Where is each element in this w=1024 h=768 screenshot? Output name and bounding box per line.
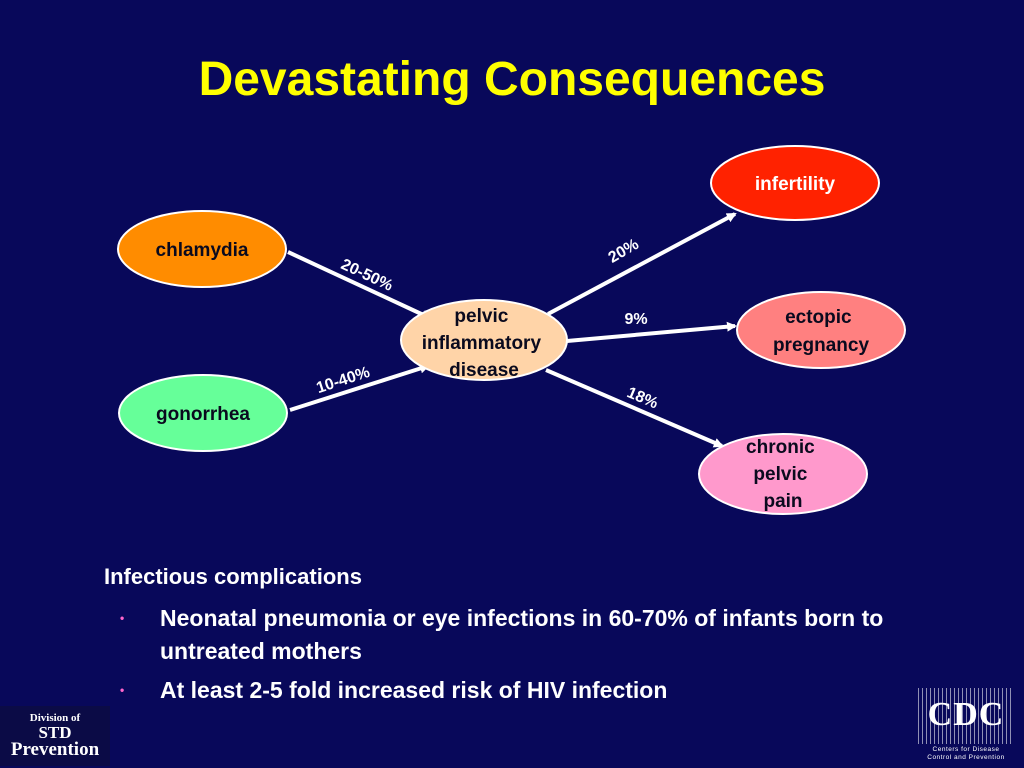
node-infertility-shape xyxy=(710,145,880,221)
std-logo-line-3: Prevention xyxy=(10,739,100,760)
node-ectopic-label: ectopic pregnancy xyxy=(773,307,870,356)
node-pid-line-2: inflammatory xyxy=(422,333,542,354)
edge-pid-ectopic xyxy=(566,321,737,343)
info-section: Infectious complications • Neonatal pneu… xyxy=(104,564,984,713)
node-chronic-line-2: pelvic xyxy=(753,464,807,485)
node-gonorrhea-shape xyxy=(118,374,288,452)
node-gonorrhea-line-1: gonorrhea xyxy=(156,404,250,425)
node-infertility: infertility xyxy=(710,145,880,221)
node-pid-shape xyxy=(400,299,568,381)
bullet-dot-icon: • xyxy=(120,683,125,697)
node-pid-label: pelvic inflammatory disease xyxy=(422,306,547,381)
info-heading: Infectious complications xyxy=(104,564,362,589)
edge-pid-chronic xyxy=(545,368,724,448)
cdc-logo-name: CDC xyxy=(927,696,1005,733)
node-infertility-line-1: infertility xyxy=(755,174,836,195)
edge-chlamydia-pid xyxy=(287,250,432,320)
cdc-logo-subtitle: Centers for Disease Control and Preventi… xyxy=(918,746,1014,762)
node-chronic-label: chronic pelvic pain xyxy=(746,437,820,512)
node-ectopic-line-2: pregnancy xyxy=(773,335,870,356)
bullet-dot-icon: • xyxy=(120,611,125,625)
node-ectopic-line-1: ectopic xyxy=(785,307,852,328)
node-chronic-line-1: chronic xyxy=(746,437,815,458)
node-gonorrhea-label: gonorrhea xyxy=(156,404,250,425)
bullet-item: • Neonatal pneumonia or eye infections i… xyxy=(104,602,984,668)
cdc-logo: CDC Centers for Disease Control and Prev… xyxy=(918,688,1014,762)
node-pid-line-1: pelvic xyxy=(454,306,508,327)
node-infertility-label: infertility xyxy=(755,174,836,195)
node-chronic: chronic pelvic pain xyxy=(698,433,868,515)
node-gonorrhea: gonorrhea xyxy=(118,374,288,452)
node-chronic-line-3: pain xyxy=(763,491,802,512)
cdc-logo-lines-icon xyxy=(918,688,1014,744)
std-prevention-logo: Division of STD Prevention xyxy=(0,706,110,766)
node-pid: pelvic inflammatory disease xyxy=(400,299,568,381)
bullet-item: • At least 2-5 fold increased risk of HI… xyxy=(104,674,984,707)
std-logo-line-1: Division of xyxy=(29,712,81,724)
node-chlamydia-label: chlamydia xyxy=(156,240,249,261)
node-chlamydia: chlamydia xyxy=(117,210,287,288)
node-pid-line-3: disease xyxy=(449,360,519,381)
node-ectopic: ectopic pregnancy xyxy=(736,291,906,369)
edge-label-pid-ectopic: 9% xyxy=(624,311,647,328)
slide-title: Devastating Consequences xyxy=(198,53,826,106)
cdc-logo-sub-line-1: Centers for Disease xyxy=(932,746,1000,753)
flow-diagram: 20-50% 10-40% 20% 9% 18% chlamydia gonor… xyxy=(117,145,906,515)
bullet-text: At least 2-5 fold increased risk of HIV … xyxy=(160,677,668,703)
node-chlamydia-shape xyxy=(117,210,287,288)
cdc-logo-sub-line-2: Control and Prevention xyxy=(927,754,1005,761)
std-logo-line-2: STD xyxy=(38,723,72,742)
edge-gonorrhea-pid xyxy=(289,363,430,412)
edge-pid-infertility xyxy=(547,212,737,316)
edge-label-pid-infertility: 20% xyxy=(606,236,642,267)
node-chlamydia-line-1: chlamydia xyxy=(156,240,249,261)
bullet-text: Neonatal pneumonia or eye infections in … xyxy=(160,605,884,664)
node-chronic-shape xyxy=(698,433,868,515)
node-ectopic-shape xyxy=(736,291,906,369)
